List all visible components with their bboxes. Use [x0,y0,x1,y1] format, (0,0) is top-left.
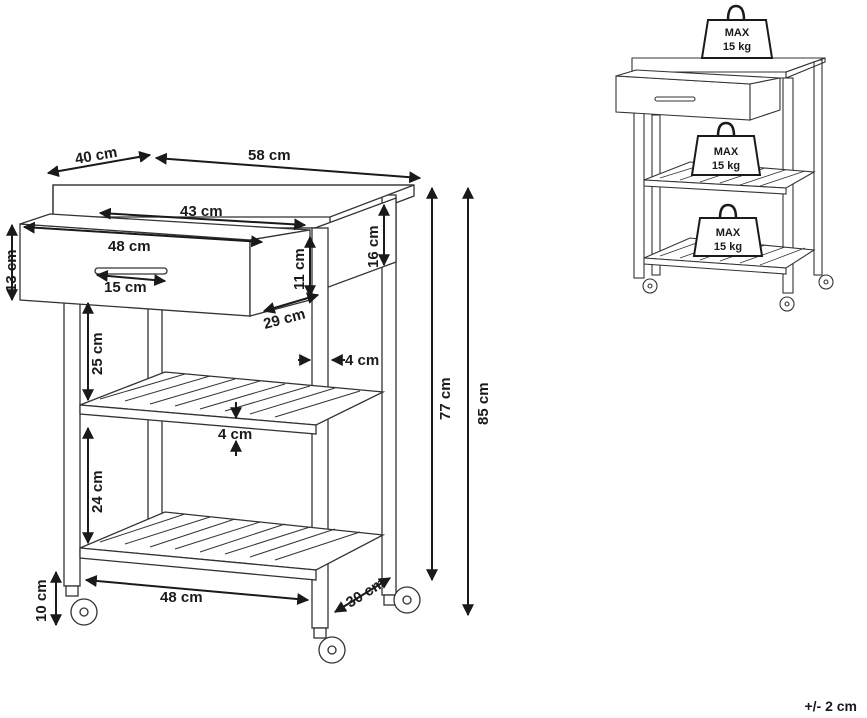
dim-drawer-front-height: 16 cm [365,225,382,268]
dim-leg-width: 4 cm [345,352,379,369]
upper-shelf [79,371,386,435]
drawer-handle [94,267,168,275]
dim-gap-lower: 24 cm [89,470,106,513]
weight-label-bottom-line2: 15 kg [714,241,742,253]
dim-height-to-top: 77 cm [437,377,454,420]
dimension-lines [6,150,474,627]
dim-drawer-inner-width: 43 cm [180,203,223,220]
weight-icon-middle [690,121,762,176]
main-trolley-drawing [19,184,421,664]
dim-gap-upper: 25 cm [89,332,106,375]
weight-icon-top [700,4,774,59]
weight-label-top-line2: 15 kg [723,41,751,53]
dim-shelf-depth: 30 cm [343,574,388,611]
dim-shelf-width: 48 cm [160,589,203,606]
weight-label-top-line1: MAX [725,27,750,39]
tolerance-note: +/- 2 cm [804,698,857,714]
dim-drawer-height: 11 cm [291,248,308,290]
small-drawer-handle [654,96,696,102]
small-trolley-drawing [615,57,834,312]
dim-height-total: 85 cm [475,382,492,425]
dim-depth-top: 40 cm [74,144,119,168]
dim-shelf-thickness: 4 cm [218,426,252,443]
dim-wheel-height: 10 cm [33,579,50,622]
weight-label-middle-line1: MAX [714,146,739,158]
dim-handle-width: 15 cm [104,279,147,296]
weight-label-middle-line2: 15 kg [712,160,740,172]
weight-icon-bottom [692,203,764,257]
weight-label-bottom-line1: MAX [716,227,741,239]
dim-drawer-width: 48 cm [108,238,151,255]
dim-width-top: 58 cm [248,147,291,164]
dim-drawer-height-side: 13 cm [3,249,20,292]
lower-shelf [79,511,386,581]
